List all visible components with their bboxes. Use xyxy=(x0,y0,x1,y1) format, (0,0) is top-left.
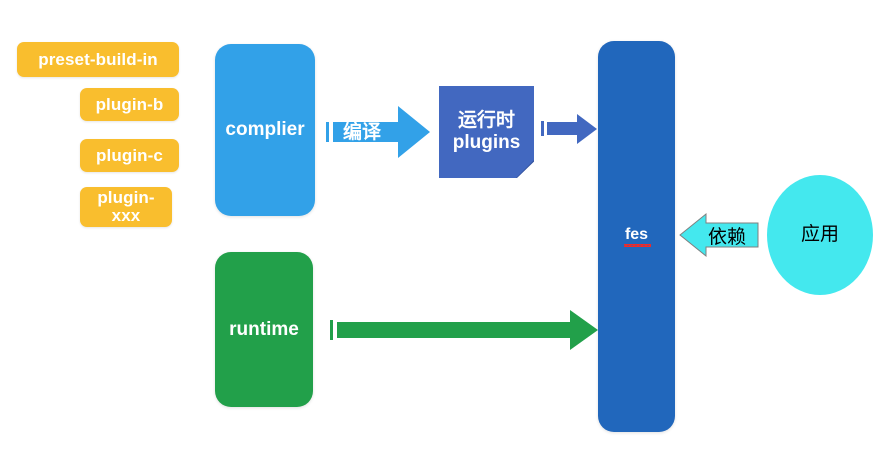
runtime-box[interactable]: runtime xyxy=(215,252,313,407)
plugin-pill-plugin-xxx[interactable]: plugin- xxx xyxy=(80,187,172,227)
fes-box[interactable]: fes xyxy=(598,41,675,432)
plugin-pill-preset-build-in[interactable]: preset-build-in xyxy=(17,42,179,77)
plugin-pill-label-second-line: xxx xyxy=(111,206,141,225)
plugin-pill-label: plugin-b xyxy=(95,94,164,114)
plugin-pill-label: plugin- xyxy=(97,188,155,208)
depend-arrow[interactable] xyxy=(679,212,759,258)
plugin-pill-label: plugin-c xyxy=(96,145,163,165)
runtime-plugins-note[interactable]: 运行时 plugins xyxy=(439,86,534,178)
note-folded-corner-icon xyxy=(516,160,534,178)
runtime-label: runtime xyxy=(229,318,299,340)
app-ellipse[interactable]: 应用 xyxy=(767,175,873,295)
app-label: 应用 xyxy=(800,224,839,246)
complier-box[interactable]: complier xyxy=(215,44,315,216)
emit-arrow[interactable] xyxy=(541,113,597,145)
runtime-to-fes-arrow[interactable] xyxy=(330,310,598,350)
complier-label: complier xyxy=(225,119,305,141)
plugin-pill-label: preset-build-in xyxy=(38,49,158,69)
plugin-pill-plugin-b[interactable]: plugin-b xyxy=(80,88,179,121)
compile-arrow[interactable] xyxy=(326,104,430,160)
runtime-plugins-label-line2: plugins xyxy=(452,132,521,153)
fes-label: fes xyxy=(623,226,652,248)
plugin-pill-plugin-c[interactable]: plugin-c xyxy=(80,139,179,172)
runtime-plugins-label-line1: 运行时 xyxy=(457,109,515,131)
